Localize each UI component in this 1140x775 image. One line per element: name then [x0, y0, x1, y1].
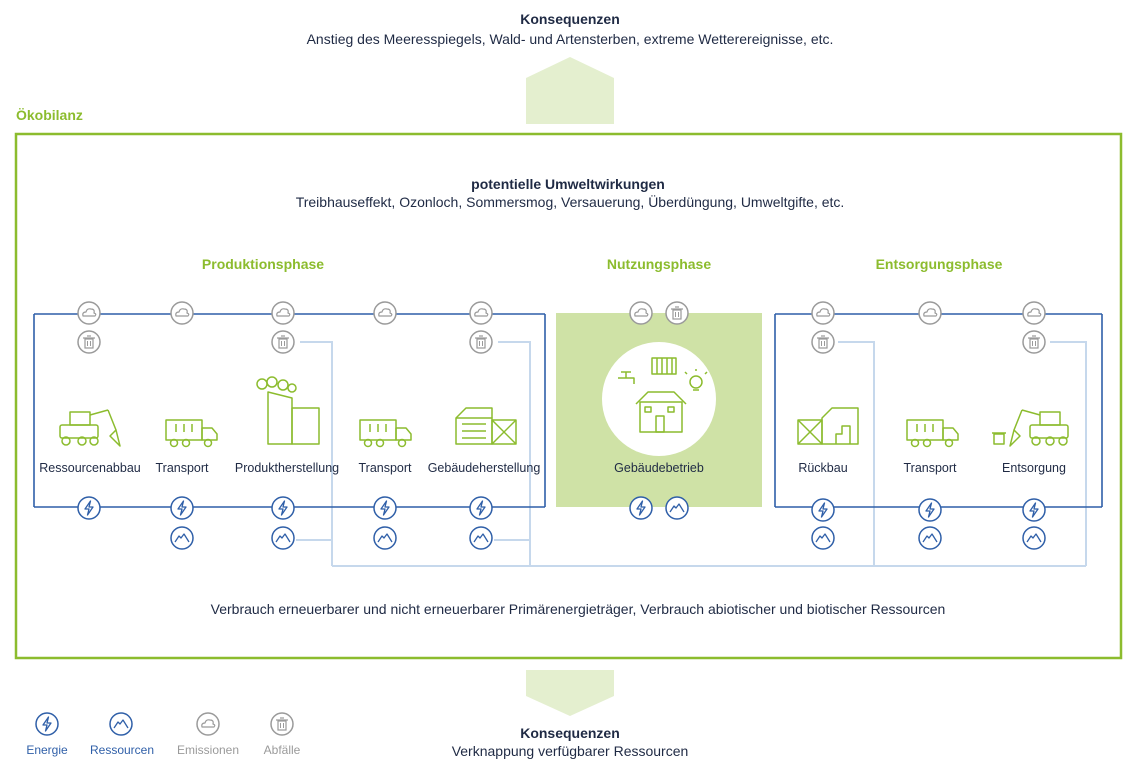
energy-icon: [170, 496, 194, 520]
energy-icon: [373, 496, 397, 520]
emission-icon: [170, 301, 194, 325]
oekobilanz-label: Ökobilanz: [16, 107, 83, 123]
waste-icon: [1022, 330, 1046, 354]
energy-icon: [77, 496, 101, 520]
top-consequences-title: Konsequenzen: [520, 11, 620, 27]
emission-icon: [469, 301, 493, 325]
step-label-entsorgung: Entsorgung: [1002, 461, 1066, 475]
truck-illustration-2: [359, 419, 412, 448]
truck-illustration-1: [165, 419, 218, 448]
bottom-consequences-title: Konsequenzen: [520, 725, 620, 741]
resource-icon: [373, 526, 397, 550]
waste-icon: [469, 330, 493, 354]
demolition-illustration: [797, 407, 859, 445]
excavator-illustration: [59, 409, 121, 447]
resource-icon: [918, 526, 942, 550]
waste-icon: [811, 330, 835, 354]
step-label-transport-1: Transport: [155, 461, 209, 475]
emission-icon: [1022, 301, 1046, 325]
energy-icon: [918, 498, 942, 522]
waste-icon: [271, 330, 295, 354]
phase-disposal-label: Entsorgungsphase: [875, 256, 1003, 272]
phase-usage-label: Nutzungsphase: [606, 256, 712, 272]
step-label-transport-3: Transport: [903, 461, 957, 475]
impacts-title: potentielle Umweltwirkungen: [471, 176, 665, 192]
impacts-subtitle: Treibhauseffekt, Ozonloch, Sommersmog, V…: [295, 194, 845, 210]
legend-waste-label: Abfälle: [263, 743, 301, 757]
energy-icon: [271, 496, 295, 520]
tap-illustration: [618, 371, 635, 384]
emission-icon: [373, 301, 397, 325]
resource-icon: [469, 526, 493, 550]
emission-icon: [271, 301, 295, 325]
factory-illustration: [256, 376, 320, 445]
step-label-gebaeudeherstellung: Gebäudeherstellung: [427, 461, 541, 475]
emission-icon: [811, 301, 835, 325]
step-label-gebaeudebetrieb: Gebäudebetrieb: [614, 461, 704, 475]
consumption-text: Verbrauch erneuerbarer und nicht erneuer…: [210, 601, 946, 617]
phase-production-label: Produktionsphase: [201, 256, 325, 272]
step-label-transport-2: Transport: [358, 461, 412, 475]
legend-resources-label: Ressourcen: [89, 743, 155, 757]
energy-icon: [629, 496, 653, 520]
disposal-excavator-illustration: [992, 409, 1069, 447]
truck-illustration-3: [906, 419, 959, 448]
emission-icon: [629, 301, 653, 325]
waste-icon: [665, 301, 689, 325]
resource-icon: [811, 526, 835, 550]
step-label-ressourcenabbau: Ressourcenabbau: [39, 461, 141, 475]
oekobilanz-frame: [14, 132, 1123, 660]
lightbulb-illustration: [684, 369, 708, 391]
top-arrow: [526, 57, 614, 124]
bottom-consequences-subtitle: Verknappung verfügbarer Ressourcen: [451, 743, 689, 759]
resource-icon: [665, 496, 689, 520]
resource-icon: [271, 526, 295, 550]
radiator-illustration: [651, 357, 677, 375]
step-label-produktherstellung: Produktherstellung: [234, 461, 340, 475]
emission-icon: [77, 301, 101, 325]
resource-lines: [296, 341, 1087, 567]
waste-icon: [77, 330, 101, 354]
bottom-arrow: [526, 670, 614, 716]
legend-emissions-label: Emissionen: [176, 743, 240, 757]
usage-circle: [602, 342, 716, 456]
house-illustration: [635, 391, 687, 433]
top-consequences-subtitle: Anstieg des Meeresspiegels, Wald- und Ar…: [306, 31, 834, 47]
building-construction-illustration: [455, 407, 517, 445]
energy-icon: [1022, 498, 1046, 522]
energy-icon: [811, 498, 835, 522]
legend-energy-label: Energie: [26, 743, 68, 757]
resource-icon: [170, 526, 194, 550]
emission-icon: [918, 301, 942, 325]
resource-icon: [1022, 526, 1046, 550]
step-label-rueckbau: Rückbau: [798, 461, 848, 475]
energy-icon: [469, 496, 493, 520]
